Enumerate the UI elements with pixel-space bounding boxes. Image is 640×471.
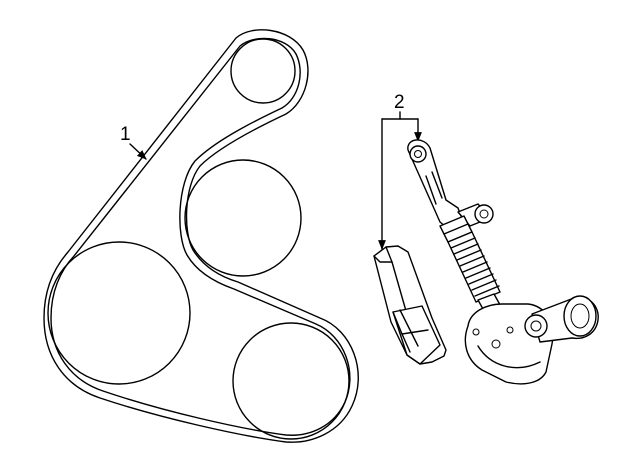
crankshaft-pulley [47,241,191,385]
tensioner-damper-icon [373,245,447,365]
tensioner-arm-icon [407,139,599,385]
callout-label-1: 1 [120,124,131,145]
callout-1-leader [129,143,147,160]
pulley-middle [184,159,302,277]
callout-1: 1 [120,124,147,160]
belt-tensioner-assembly-icon [373,139,599,385]
callout-label-2: 2 [394,92,405,113]
belt-outer-edge [43,29,359,443]
belt-inner-edge [50,37,351,436]
pulley-lower-right [232,322,350,440]
callout-2: 2 [378,92,422,250]
idler-pulley-top [230,38,296,104]
serpentine-belt-icon [43,29,359,443]
